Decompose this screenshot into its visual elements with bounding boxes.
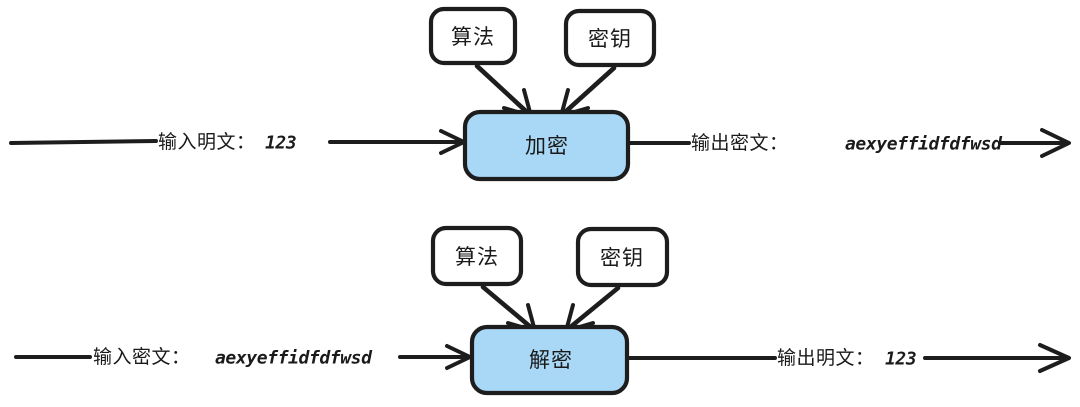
decrypt-input-label: 输入密文： [93, 346, 191, 368]
encrypt-process-box[interactable] [462, 109, 631, 182]
encrypt-arrow-key [560, 65, 617, 117]
row-encryption: 输入明文： 123 算法 密钥 加密 输出密文： aexyeffidfdfwsd [9, 6, 1071, 182]
encrypt-input-label: 输入明文： [158, 131, 256, 153]
encrypt-input-line-left [9, 139, 158, 145]
encrypt-output-label: 输出密文： [691, 132, 789, 154]
decrypt-output-label: 输出明文： [777, 347, 875, 369]
decrypt-param-box-key[interactable] [575, 226, 670, 288]
decrypt-arrow-algorithm [480, 284, 536, 332]
encrypt-output-value: aexyeffidfdfwsd [845, 134, 1003, 155]
decrypt-param-box-algorithm[interactable] [430, 225, 524, 287]
decrypt-param-label-algorithm: 算法 [455, 245, 499, 269]
decrypt-arrow-key [565, 285, 621, 332]
encrypt-process-label: 加密 [525, 134, 569, 158]
encrypt-param-label-algorithm: 算法 [451, 25, 495, 49]
decrypt-param-label-key: 密钥 [600, 246, 644, 270]
encrypt-param-box-key[interactable] [563, 8, 657, 68]
decrypt-output-value: 123 [885, 349, 916, 370]
encrypt-param-label-key: 密钥 [588, 27, 632, 51]
decrypt-output-arrowhead [1038, 343, 1071, 373]
encrypt-output-arrowhead [1040, 128, 1071, 158]
decrypt-process-label: 解密 [529, 348, 573, 372]
row-decryption: 输入密文： aexyeffidfdfwsd 算法 密钥 解密 输出明文： 123 [14, 225, 1071, 396]
decrypt-input-value: aexyeffidfdfwsd [215, 348, 373, 369]
encrypt-arrow-algorithm [474, 63, 532, 117]
encrypt-param-box-algorithm[interactable] [428, 6, 518, 66]
encrypt-input-value: 123 [265, 133, 296, 154]
